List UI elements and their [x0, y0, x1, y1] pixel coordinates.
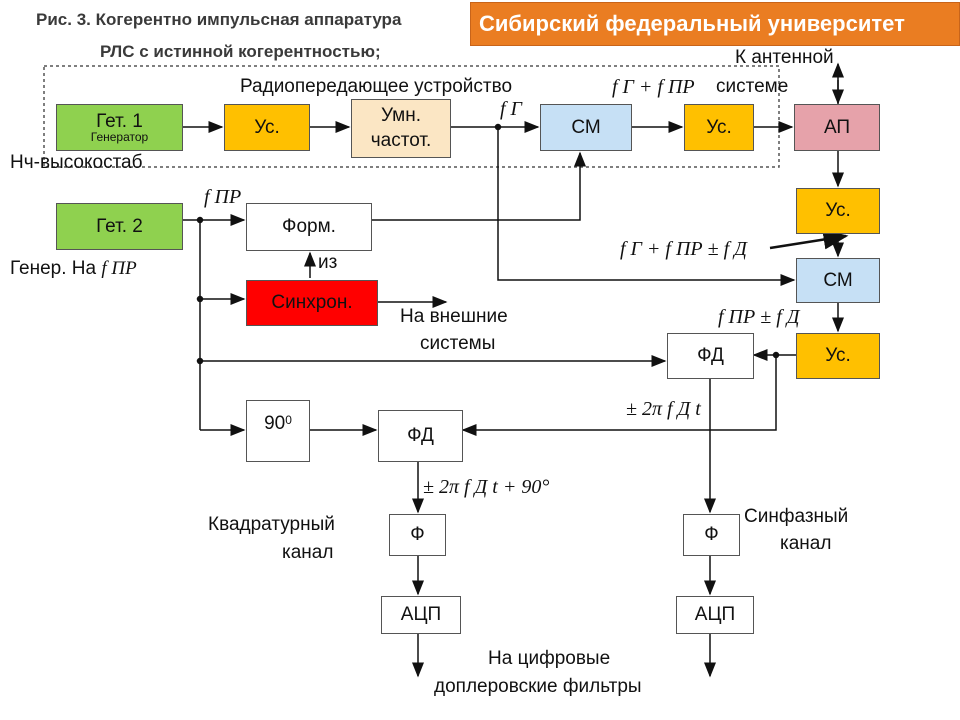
figure-title-line1: Рис. 3. Когерентно импульсная аппаратура: [36, 10, 402, 29]
antenna-switch-block: АП: [794, 104, 880, 151]
filter-right-block: Ф: [683, 514, 740, 556]
phase-shift-degree: 0: [285, 413, 292, 427]
arrow-form-cm1: [372, 151, 586, 221]
inphase-channel-line2: канал: [780, 533, 832, 554]
mixer-2-block: СМ: [796, 258, 880, 303]
amplifier-1-block: Ус.: [224, 104, 310, 151]
inphase-channel-line1: Синфазный: [744, 506, 849, 527]
lf-stable-label: Нч-высокостаб: [10, 152, 143, 173]
adc-left-block: АЦП: [381, 596, 461, 634]
generator-label: Генер. На f ПР: [10, 258, 137, 280]
heterodyne-1-label: Гет. 1: [96, 111, 143, 132]
external-systems-line1: На внешние: [400, 306, 508, 327]
transmitter-frame: [43, 65, 780, 168]
arrow-label-pointer: [769, 229, 849, 250]
freq-fpr: f ПР: [204, 186, 242, 208]
quadrature-channel-line1: Квадратурный: [208, 514, 335, 535]
arrow-us4-fd2: [461, 355, 777, 436]
phase-shift-label: 90: [264, 413, 286, 434]
phase-detector-2-block: ФД: [378, 410, 463, 462]
antenna-label-line1: К антенной: [735, 47, 834, 68]
multiplier-label-line1: Умн.: [380, 104, 422, 126]
synchronizer-block: Синхрон.: [246, 280, 378, 326]
phase-label-1: ± 2π f Д t: [626, 398, 701, 420]
phase-detector-1-block: ФД: [667, 333, 754, 379]
amplifier-3-block: Ус.: [796, 188, 880, 234]
multiplier-label-line2: частот.: [370, 129, 432, 151]
pulse-former-block: Форм.: [246, 203, 372, 251]
iz-label: из: [318, 252, 338, 273]
quadrature-channel-line2: канал: [282, 542, 334, 563]
generator-label-text: Генер. На: [10, 258, 97, 279]
amplifier-4-block: Ус.: [796, 333, 880, 379]
heterodyne-2-block: Гет. 2: [56, 203, 183, 250]
antenna-label-line2: системе: [716, 76, 789, 97]
heterodyne-1-sublabel: Генератор: [90, 130, 149, 144]
adc-right-block: АЦП: [676, 596, 754, 634]
line-fg-to-cm2: [497, 127, 796, 286]
figure-title-line2: РЛС с истинной когерентностью;: [100, 42, 381, 61]
heterodyne-1-block: Гет. 1 Генератор: [56, 104, 183, 151]
transmitter-label: Радиопередающее устройство: [240, 76, 513, 97]
external-systems-line2: системы: [420, 333, 496, 354]
frequency-multiplier-block: Умн. частот.: [351, 99, 451, 158]
filter-left-block: Ф: [389, 514, 446, 556]
university-banner: Сибирский федеральный университет: [470, 2, 960, 46]
mixer-1-block: СМ: [540, 104, 632, 151]
freq-fg-fpr-fd: f Г + f ПР ± f Д: [620, 238, 747, 260]
amplifier-2-block: Ус.: [684, 104, 754, 151]
phase-label-2: ± 2π f Д t + 90°: [423, 476, 550, 498]
digital-filters-line1: На цифровые: [488, 648, 611, 669]
generator-label-fpr: f ПР: [101, 258, 137, 279]
freq-fg: f Г: [500, 98, 522, 120]
freq-fg-plus-fpr: f Г + f ПР: [612, 76, 695, 98]
freq-fpr-fd: f ПР ± f Д: [718, 306, 800, 328]
digital-filters-line2: доплеровские фильтры: [434, 676, 642, 697]
